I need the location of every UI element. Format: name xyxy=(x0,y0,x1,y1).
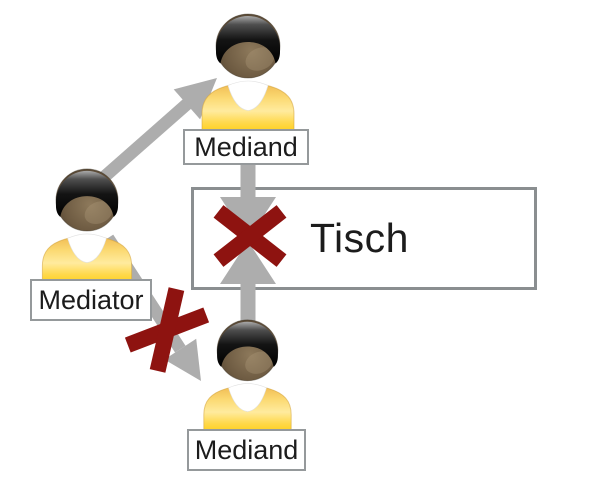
person-icon-mediand-bottom xyxy=(203,319,292,431)
label-mediand-top-text: Mediand xyxy=(194,131,298,162)
label-mediator: Mediator xyxy=(30,279,152,321)
person-icon-mediand-top xyxy=(201,13,295,131)
label-mediator-text: Mediator xyxy=(38,284,144,315)
label-mediand-top: Mediand xyxy=(183,129,309,165)
person-icon-mediator xyxy=(41,168,133,282)
label-mediand-bottom-text: Mediand xyxy=(194,434,299,465)
table-label: Tisch xyxy=(310,215,409,261)
label-mediand-bottom: Mediand xyxy=(187,429,306,471)
table-box: Tisch xyxy=(191,187,537,290)
